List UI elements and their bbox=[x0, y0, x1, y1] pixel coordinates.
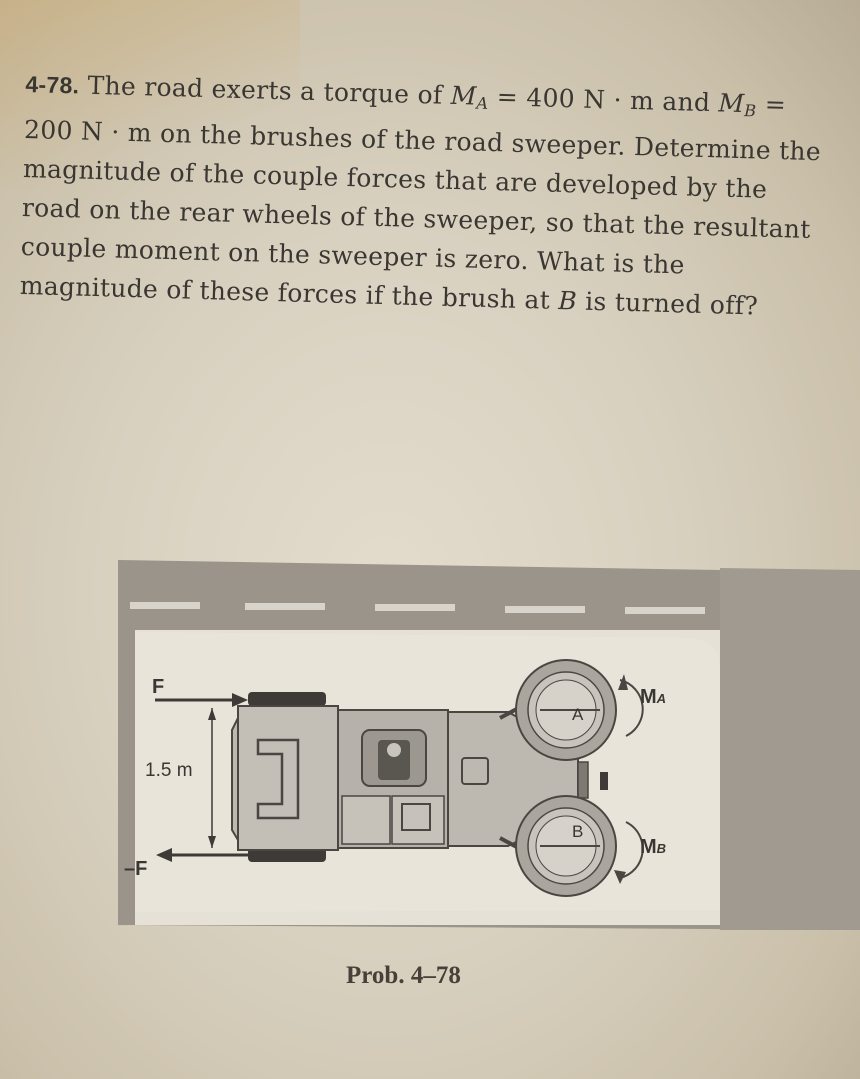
ma-subscript: A bbox=[476, 93, 489, 113]
figure-drawing bbox=[118, 560, 860, 930]
problem-text-part-4: is turned off? bbox=[576, 286, 759, 321]
ma-label-subscript: A bbox=[656, 691, 667, 706]
rear-wheel-bottom bbox=[248, 848, 326, 862]
page-shadow bbox=[0, 0, 300, 190]
moment-arrow-ma bbox=[618, 674, 644, 737]
problem-number: 4-78. bbox=[25, 70, 80, 99]
road-sweeper bbox=[231, 688, 608, 868]
problem-text-part-3: = 200 N · m on the brushes of the road s… bbox=[19, 89, 822, 315]
rear-wheel-top bbox=[248, 692, 326, 706]
moment-arrow-mb bbox=[614, 821, 644, 884]
problem-text-part-2: = 400 N · m and bbox=[488, 81, 711, 118]
b-symbol: B bbox=[557, 286, 578, 316]
label-point-a: A bbox=[572, 705, 584, 724]
label-moment-mb: MB bbox=[640, 836, 666, 859]
lane-markings bbox=[130, 602, 705, 614]
label-point-b: B bbox=[572, 822, 584, 841]
road-sweeper-figure: F –F 1.5 m A B MA MB bbox=[0, 540, 860, 960]
road-right-band bbox=[720, 568, 860, 930]
label-force-neg-f: –F bbox=[124, 858, 148, 880]
problem-statement: 4-78. The road exerts a torque of MA = 4… bbox=[19, 64, 825, 327]
force-arrow-f bbox=[155, 693, 248, 707]
force-arrow-neg-f bbox=[156, 848, 248, 862]
mb-label-subscript: B bbox=[656, 841, 667, 856]
dimension-line bbox=[208, 708, 216, 848]
label-distance: 1.5 m bbox=[145, 760, 193, 781]
problem-text-part-1: The road exerts a torque of bbox=[87, 70, 443, 110]
mb-symbol: M bbox=[718, 88, 745, 119]
brush-a bbox=[515, 659, 617, 761]
mb-label-symbol: M bbox=[640, 836, 657, 858]
label-force-f: F bbox=[152, 676, 165, 698]
brush-b bbox=[515, 795, 617, 897]
ma-label-symbol: M bbox=[640, 686, 657, 708]
label-moment-ma: MA bbox=[640, 686, 666, 709]
figure-caption: Prob. 4–78 bbox=[346, 962, 461, 989]
ma-symbol: M bbox=[450, 80, 478, 111]
